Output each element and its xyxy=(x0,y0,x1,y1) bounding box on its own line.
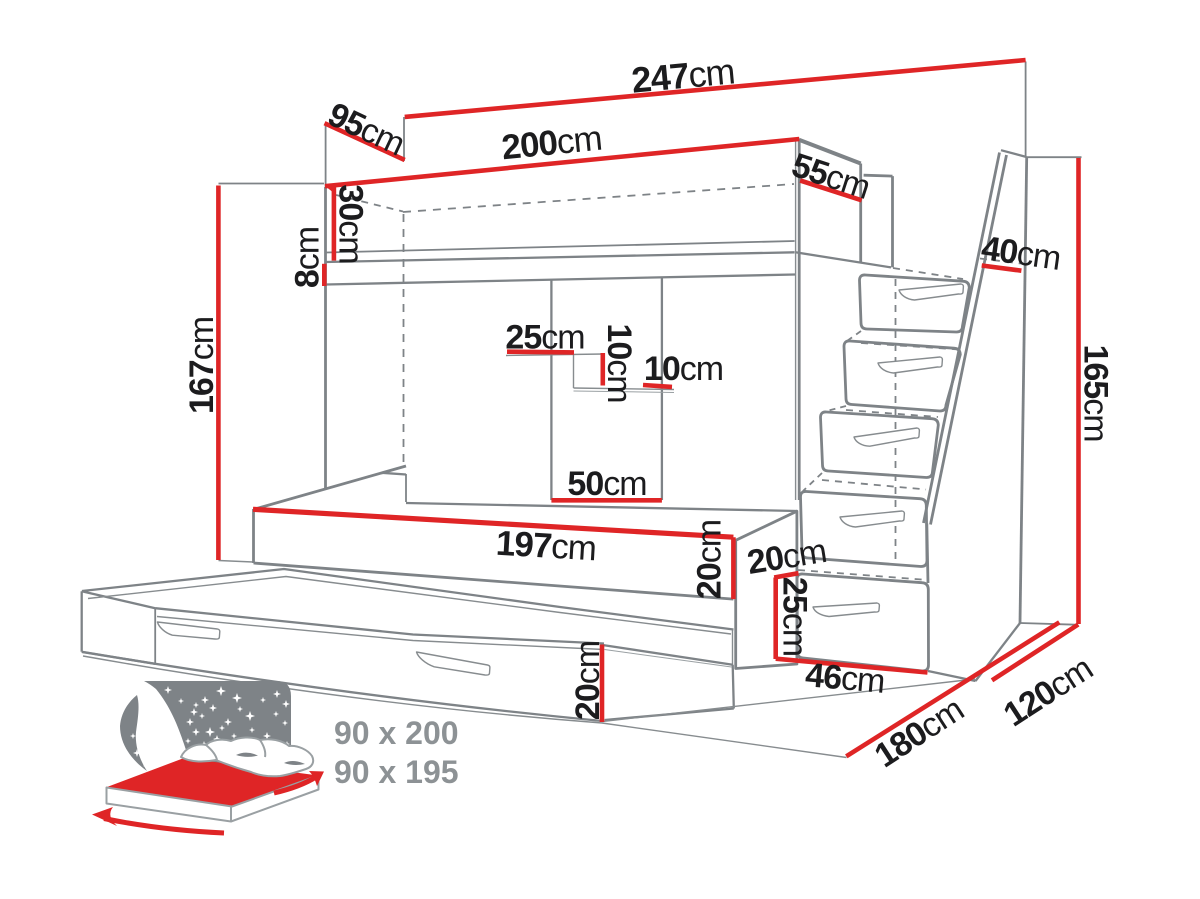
svg-text:46cm: 46cm xyxy=(804,656,886,701)
svg-text:165cm: 165cm xyxy=(1077,344,1115,441)
svg-text:40cm: 40cm xyxy=(979,229,1063,278)
svg-text:247cm: 247cm xyxy=(630,50,736,100)
svg-text:8cm: 8cm xyxy=(289,227,327,288)
svg-text:10cm: 10cm xyxy=(644,350,723,388)
svg-text:10cm: 10cm xyxy=(600,323,638,402)
svg-text:30cm: 30cm xyxy=(332,184,370,263)
svg-text:90 x 200: 90 x 200 xyxy=(334,715,459,751)
svg-text:20cm: 20cm xyxy=(569,641,607,720)
svg-text:20cm: 20cm xyxy=(691,520,729,599)
svg-text:200cm: 200cm xyxy=(500,119,603,168)
svg-text:90 x 195: 90 x 195 xyxy=(334,754,459,790)
svg-text:25cm: 25cm xyxy=(776,577,814,656)
svg-text:20cm: 20cm xyxy=(745,532,829,582)
svg-text:197cm: 197cm xyxy=(495,524,597,569)
svg-text:25cm: 25cm xyxy=(505,319,584,357)
svg-text:167cm: 167cm xyxy=(183,317,221,414)
svg-text:50cm: 50cm xyxy=(567,465,646,503)
